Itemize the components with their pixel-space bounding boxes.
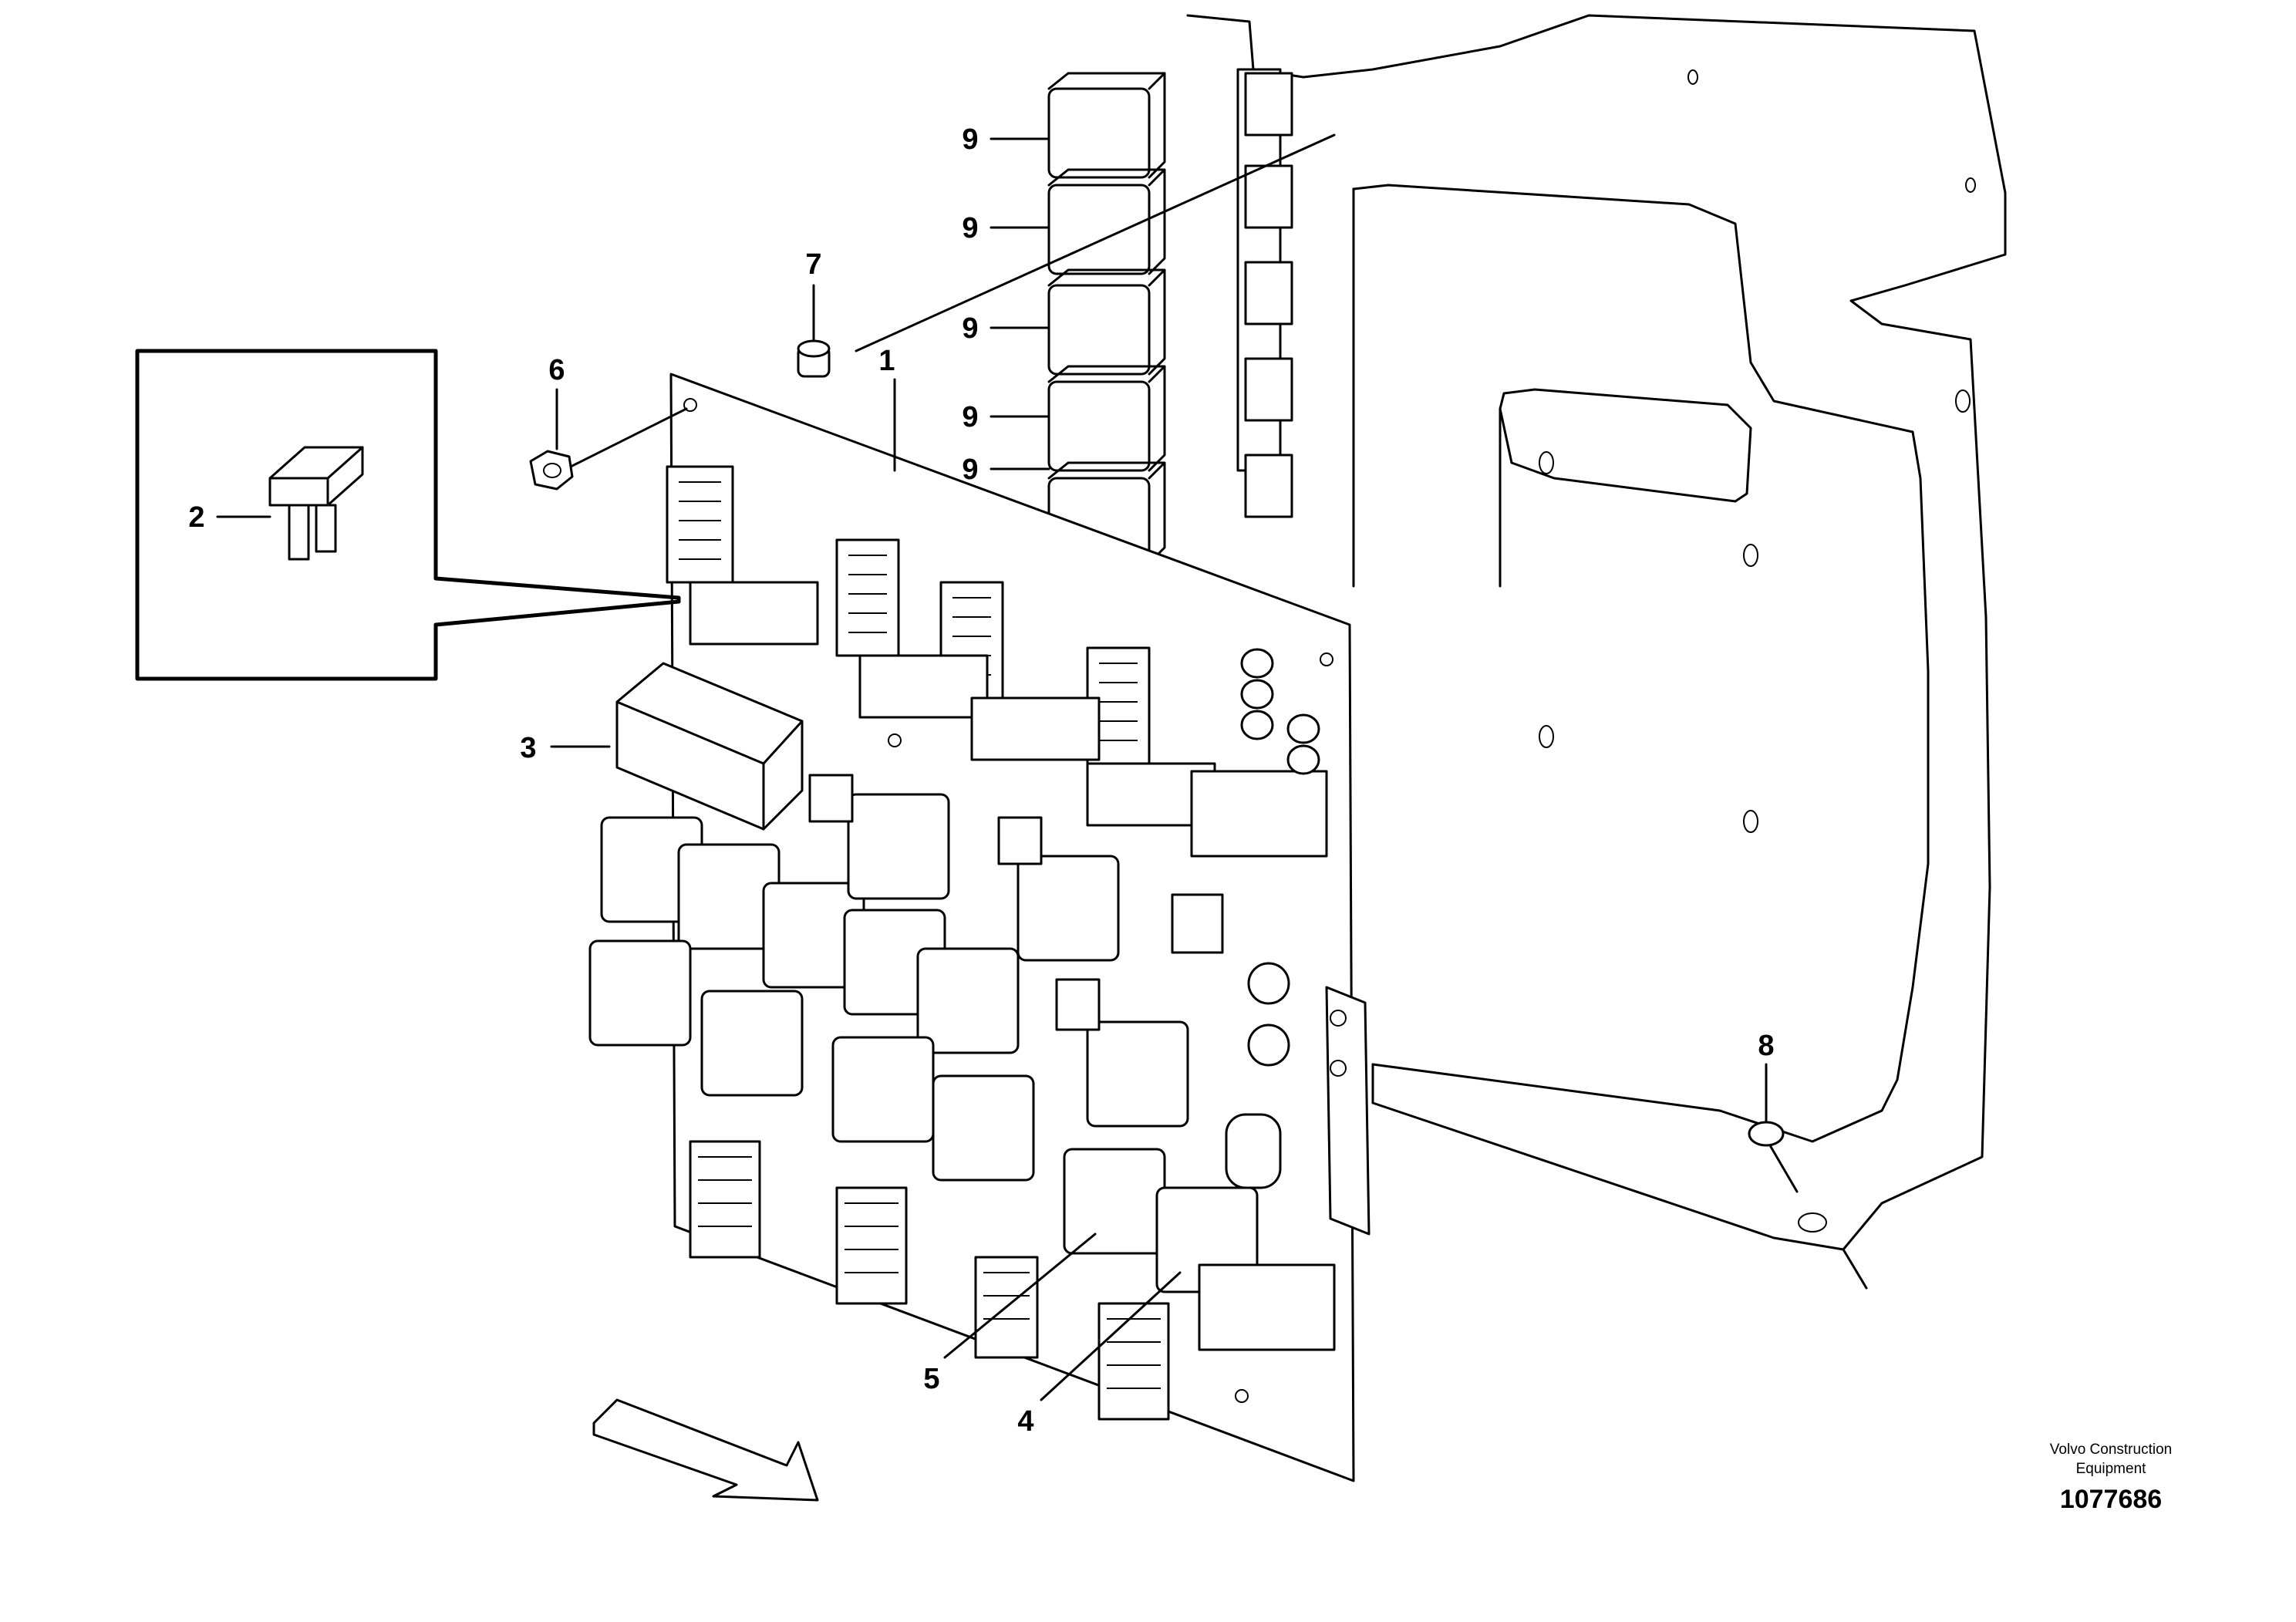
credit-line-1: Volvo Construction bbox=[2050, 1442, 2172, 1458]
large-relay bbox=[615, 662, 804, 831]
credit-line-2: Equipment bbox=[2076, 1461, 2147, 1477]
nut-icon bbox=[529, 450, 574, 491]
forward-direction-arrow-icon bbox=[592, 1398, 819, 1502]
credit-block: Volvo Construction Equipment 1077686 bbox=[2050, 1442, 2172, 1514]
spacer-sleeve-icon bbox=[797, 339, 831, 378]
blade-fuse-icon bbox=[268, 446, 364, 561]
callout-3: 3 bbox=[520, 732, 536, 764]
callout-9-fourth: 9 bbox=[962, 401, 978, 433]
callout-9-third: 9 bbox=[962, 312, 978, 345]
callout-2: 2 bbox=[188, 501, 204, 534]
callout-labels: 1 2 3 4 5 6 7 8 9 9 9 9 9 bbox=[188, 123, 1774, 1438]
callout-4: 4 bbox=[1017, 1405, 1033, 1438]
callout-9-fifth: 9 bbox=[962, 454, 978, 486]
board-relay-block bbox=[588, 774, 1259, 1293]
fuse-detail-box bbox=[135, 349, 681, 681]
figure-number: 1077686 bbox=[2060, 1485, 2162, 1514]
callout-9-first: 9 bbox=[962, 123, 978, 156]
screw-icon bbox=[1748, 1121, 1799, 1193]
callout-8: 8 bbox=[1758, 1030, 1774, 1062]
panel-relay-strip bbox=[1047, 68, 1293, 565]
mounting-panel bbox=[1186, 14, 2007, 1290]
callout-9-second: 9 bbox=[962, 212, 978, 244]
callout-6: 6 bbox=[548, 354, 565, 386]
callout-5: 5 bbox=[923, 1363, 939, 1395]
bottom-connectors bbox=[689, 1140, 1336, 1421]
callout-7: 7 bbox=[805, 248, 821, 281]
callout-1: 1 bbox=[878, 345, 895, 377]
leader-lines bbox=[216, 133, 1768, 1401]
